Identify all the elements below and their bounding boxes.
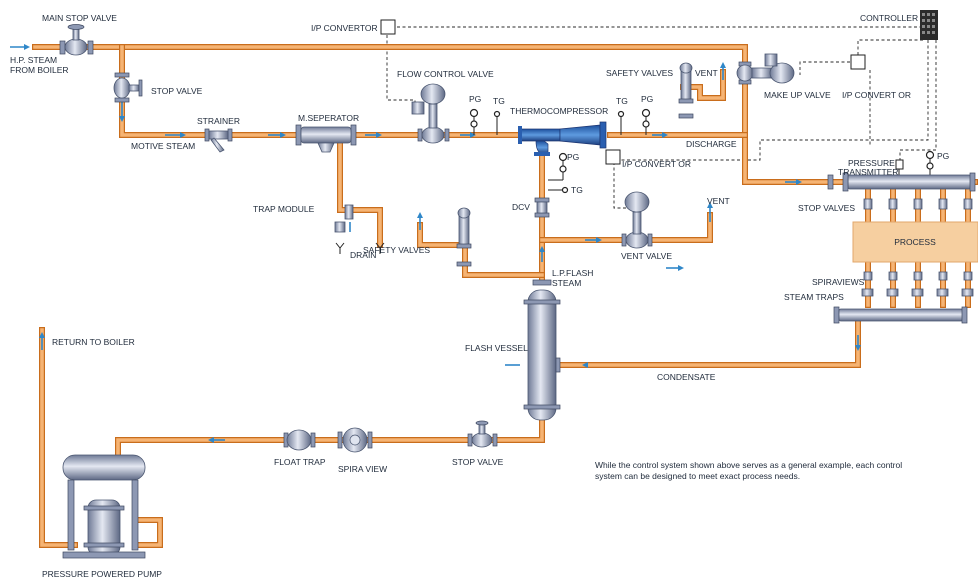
float-trap-label: FLOAT TRAP [274,457,326,467]
pg-gauge-4-icon [925,150,935,178]
stop-valves-label: STOP VALVES [798,203,855,213]
dcv-label: DCV [512,202,530,212]
vent-mid-label: VENT [707,196,730,206]
strainer-icon [204,128,233,153]
trap-module-icon [334,204,385,254]
flash-vessel-icon [523,279,561,421]
pg-3-label: PG [567,152,579,162]
flash-vessel-label: FLASH VESSEL [465,343,528,353]
pg-gauge-1-icon [469,108,479,135]
stop-valves-row-icon [863,198,973,210]
safety-valves-top-label: SAFETY VALVES [606,68,673,78]
strainer-label: STRAINER [197,116,240,126]
pressure-powered-pump-icon [62,454,146,559]
spiraviews-row-icon [863,271,973,281]
lp-flash-label-2: STEAM [552,278,581,288]
tg-2-label: TG [616,96,628,106]
pg-4-label: PG [937,151,949,161]
stop-valve-bottom-icon [467,420,498,448]
pg-gauge-2-icon [641,108,651,135]
controller-icon [920,10,938,40]
flow-arrows [10,44,861,443]
lp-flash-label-1: L.P.FLASH [552,268,593,278]
pg-1-label: PG [469,94,481,104]
stop-valve-top-label: STOP VALVE [151,86,203,96]
ip-convertor-mid-label: I/P CONVERT OR [622,159,691,169]
safety-valve-left-icon [456,207,472,267]
safety-valve-top-icon [678,62,694,119]
pg-2-label: PG [641,94,653,104]
main-stop-valve-icon [59,24,94,56]
tg-1-label: TG [493,96,505,106]
pressure-transmitter-label-2: TRANSMITTER [838,167,898,177]
controller-label: CONTROLLER [860,13,918,23]
flow-control-valve-label: FLOW CONTROL VALVE [397,69,494,79]
spira-view-icon [337,427,373,453]
make-up-valve-label: MAKE UP VALVE [764,90,831,100]
hp-steam-label-1: H.P. STEAM [10,55,57,65]
pressure-transmitter-label-1: PRESSURE [848,158,895,168]
ip-convertor-top-box [380,19,396,35]
thermocompressor-icon [518,121,607,156]
labels: MAIN STOP VALVE H.P. STEAM FROM BOILER S… [10,13,949,579]
pg-gauge-3-icon [548,152,568,181]
float-trap-icon [283,429,316,451]
separator-label: M.SEPERATOR [298,113,359,123]
drain-label: DRAIN [350,250,376,260]
spira-view-label: SPIRA VIEW [338,464,387,474]
tg-gauge-2-icon [617,110,625,135]
thermocompressor-label: THERMOCOMPRESSOR [510,106,608,116]
stop-valve-bottom-label: STOP VALVE [452,457,504,467]
process-label: PROCESS [894,237,936,247]
dcv-icon [534,197,550,218]
steam-header-icon [827,172,976,192]
make-up-valve-icon [736,53,795,85]
general-note: While the control system shown above ser… [595,460,903,481]
steam-traps-row-icon [861,288,974,297]
ip-convertor-right-label: I/P CONVERT OR [842,90,911,100]
vent-valve-icon [621,191,653,249]
hp-steam-label-2: FROM BOILER [10,65,69,75]
tg-gauge-3-icon [548,186,569,194]
tg-gauge-1-icon [493,110,501,135]
tg-3-label: TG [571,185,583,195]
ip-convertor-right-box [850,54,866,70]
ip-convertor-mid-box [605,149,621,165]
process-box: PROCESS [852,221,978,263]
motive-steam-label: MOTIVE STEAM [131,141,195,151]
separator-icon [295,124,357,153]
stop-valve-icon [113,72,143,103]
spiraviews-label: SPIRAVIEWS [812,277,865,287]
vent-valve-label: VENT VALVE [621,251,672,261]
trap-module-label: TRAP MODULE [253,204,315,214]
steam-traps-label: STEAM TRAPS [784,292,844,302]
discharge-label: DISCHARGE [686,139,737,149]
vent-top-label: VENT [695,68,718,78]
safety-valves-left-label: SAFETY VALVES [363,245,430,255]
main-stop-valve-label: MAIN STOP VALVE [42,13,117,23]
ip-convertor-top-label: I/P CONVERTOR [311,23,378,33]
condensate-header-icon [833,306,968,324]
return-to-boiler-label: RETURN TO BOILER [52,337,135,347]
condensate-label: CONDENSATE [657,372,716,382]
flow-control-valve-icon [411,83,450,144]
pressure-powered-pump-label: PRESSURE POWERED PUMP [42,569,162,579]
